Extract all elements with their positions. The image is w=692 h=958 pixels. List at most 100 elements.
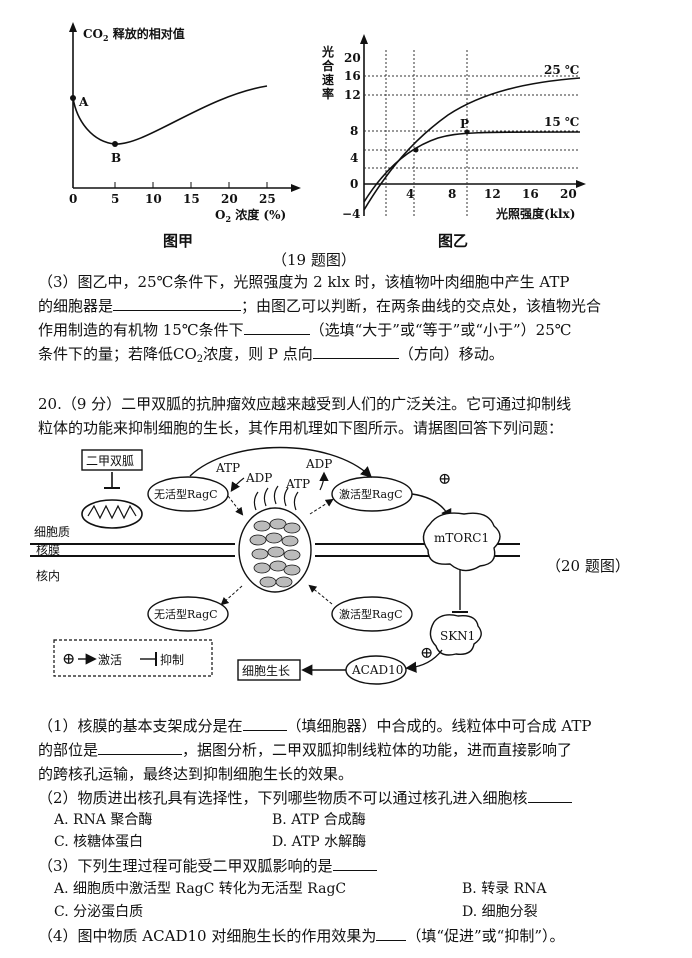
fig-jia-xtick: 0	[69, 192, 77, 206]
fig-yi-ylabel: 光	[321, 44, 334, 59]
answer-blank[interactable]	[98, 740, 183, 755]
skn1-shape	[429, 614, 482, 656]
legend-plus-icon: ⊕	[62, 649, 75, 668]
q20-2-option-a[interactable]: A. RNA 聚合酶	[54, 812, 153, 828]
figure-20-diagram: 二甲双胍 细胞质 核膜 核内 无活型RagC 激活型RagC ATP ADP A…	[30, 446, 520, 685]
inactive-ragc-bottom	[147, 596, 229, 632]
fig-jia-label-b: B	[111, 151, 121, 165]
q20-1-line3: 的跨核孔运输，最终达到抑制细胞生长的效果。	[38, 765, 354, 783]
q20-3-option-b[interactable]: B. 转录 RNA	[462, 881, 547, 897]
fig-yi-xtick: 16	[522, 187, 539, 201]
figure-jia: A B CO2 释放的相对值 0 5 10 15 20 25 O2 浓度 (%)…	[69, 22, 301, 250]
activation-arrow	[189, 446, 373, 478]
inactive-ragc-top	[147, 476, 229, 512]
fig-yi-label-p: P	[460, 117, 469, 131]
fig-yi-ylabel: 率	[322, 86, 334, 101]
adp-label-left: ADP	[245, 471, 272, 485]
fig-jia-xlabel: O2 浓度 (%)	[215, 207, 286, 224]
fig-jia-point-b	[112, 141, 118, 147]
skn1-label: SKN1	[440, 629, 475, 643]
fig-yi-caption: 图乙	[438, 232, 468, 250]
fig-yi-curve-15	[363, 131, 581, 203]
fig-yi-ylabel: 速	[322, 72, 334, 87]
q19-3-line4: 条件下的量；若降低CO2浓度，则 P 点向（方向）移动。	[38, 344, 504, 365]
active-ragc-bottom	[331, 596, 413, 632]
fig-jia-label-a: A	[78, 95, 89, 109]
nuclear-pore-icon	[238, 485, 312, 593]
q20-2-option-b[interactable]: B. ATP 合成酶	[272, 812, 366, 828]
drug-box	[81, 449, 143, 471]
fig-jia-curve	[72, 85, 268, 145]
fig-jia-xtick: 25	[259, 192, 276, 206]
inactive-ragc-bottom-label: 无活型RagC	[154, 607, 218, 621]
fig-yi-ytick: 20	[344, 51, 361, 65]
fig-yi-ytick: 16	[344, 69, 361, 83]
fig-yi-ytick: 4	[350, 151, 358, 165]
fig-jia-ylabel: CO2 释放的相对值	[83, 26, 185, 43]
cell-growth-box	[237, 659, 301, 681]
fig-jia-xtick: 10	[145, 192, 162, 206]
fig-yi-xtick: 12	[484, 187, 501, 201]
fig-yi-point-p	[464, 129, 470, 135]
legend-inhibit: 抑制	[160, 652, 184, 667]
q20-2-option-d[interactable]: D. ATP 水解酶	[272, 834, 367, 850]
answer-blank[interactable]	[242, 716, 287, 731]
q19-3-line3: 作用制造的有机物 15℃条件下（选填“大于”或“等于”或“小于”）25℃	[38, 320, 572, 339]
q20-3-option-a[interactable]: A. 细胞质中激活型 RagC 转化为无活型 RagC	[54, 881, 347, 897]
fig-yi-xtick: 20	[560, 187, 577, 201]
cell-growth-label: 细胞生长	[242, 664, 290, 678]
fig-yi-ylabel: 合	[322, 58, 335, 73]
atp-label-left: ATP	[215, 461, 240, 475]
fig-jia-xtick: 15	[183, 192, 200, 206]
drug-label: 二甲双胍	[86, 453, 134, 468]
figure-20-label: （20 题图）	[546, 557, 630, 575]
q19-3-line1: （3）图乙中，25℃条件下，光照强度为 2 klx 时，该植物叶肉细胞中产生 A…	[38, 273, 570, 291]
fig-yi-curve-25	[363, 77, 581, 211]
active-ragc-bottom-label: 激活型RagC	[339, 607, 403, 621]
acad10-label: ACAD10	[351, 663, 403, 677]
q19-3-line2: 的细胞器是；由图乙可以判断，在两条曲线的交点处，该植物光合	[38, 296, 602, 315]
fig-yi-ytick: 0	[350, 177, 358, 191]
fig-yi-xlabel: 光照强度(klx)	[495, 206, 575, 221]
fig-jia-caption: 图甲	[163, 232, 193, 250]
fig-jia-xtick: 20	[221, 192, 238, 206]
mtorc1-shape	[422, 512, 501, 572]
q20-3-option-c[interactable]: C. 分泌蛋白质	[54, 904, 144, 920]
q20-1-line2: 的部位是，据图分析，二甲双胍抑制线粒体的功能，进而直接影响了	[38, 740, 573, 759]
q20-2-option-c[interactable]: C. 核糖体蛋白	[54, 834, 144, 850]
mitochondrion-icon	[81, 499, 143, 529]
answer-blank[interactable]	[113, 296, 242, 311]
nucleus-label: 核内	[36, 569, 60, 583]
answer-blank[interactable]	[243, 320, 310, 335]
q20-intro-line1: 20.（9 分）二甲双胍的抗肿瘤效应越来越受到人们的广泛关注。它可通过抑制线	[38, 395, 572, 413]
q20-4-line: （4）图中物质 ACAD10 对细胞生长的作用效果为（填“促进”或“抑制”）。	[38, 926, 565, 945]
fig-yi-intersection	[413, 147, 419, 153]
fig-yi-xtick: 8	[448, 187, 456, 201]
activate-plus-icon: ⊕	[438, 469, 451, 488]
inactive-ragc-top-label: 无活型RagC	[154, 487, 218, 501]
atp-label-right: ATP	[285, 477, 310, 491]
fig-yi-ytick: −4	[342, 207, 360, 221]
q20-1-line1: （1）核膜的基本支架成分是在（填细胞器）中合成的。线粒体中可合成 ATP	[38, 716, 592, 735]
answer-blank[interactable]	[527, 788, 572, 803]
q20-3-option-d[interactable]: D. 细胞分裂	[462, 904, 538, 920]
skn1-plus-icon: ⊕	[420, 643, 433, 662]
mtorc1-label: mTORC1	[434, 531, 489, 545]
membrane-label: 核膜	[36, 543, 60, 557]
fig-jia-point-a	[70, 95, 76, 101]
fig-jia-xtick: 5	[111, 192, 119, 206]
figure-yi: 光 合 速 率 20 16 12 8 4 0 −4 4 8 12 16 20 P…	[321, 34, 586, 250]
q20-intro-line2: 粒体的功能来抑制细胞的生长，其作用机理如下图所示。请据图回答下列问题：	[38, 419, 564, 437]
answer-blank[interactable]	[312, 344, 399, 359]
fig-yi-series-15: 15 ℃	[544, 115, 579, 129]
fig-yi-ytick: 12	[344, 88, 361, 102]
diagram-legend	[53, 639, 213, 677]
q20-3-stem: （3）下列生理过程可能受二甲双胍影响的是	[38, 856, 377, 876]
active-ragc-top-label: 激活型RagC	[339, 487, 403, 501]
answer-blank[interactable]	[332, 856, 377, 871]
legend-activate: 激活	[98, 653, 122, 667]
answer-blank[interactable]	[376, 926, 407, 941]
cytoplasm-label: 细胞质	[34, 525, 70, 539]
fig-yi-xtick: 4	[406, 187, 414, 201]
fig-yi-ytick: 8	[350, 124, 358, 138]
